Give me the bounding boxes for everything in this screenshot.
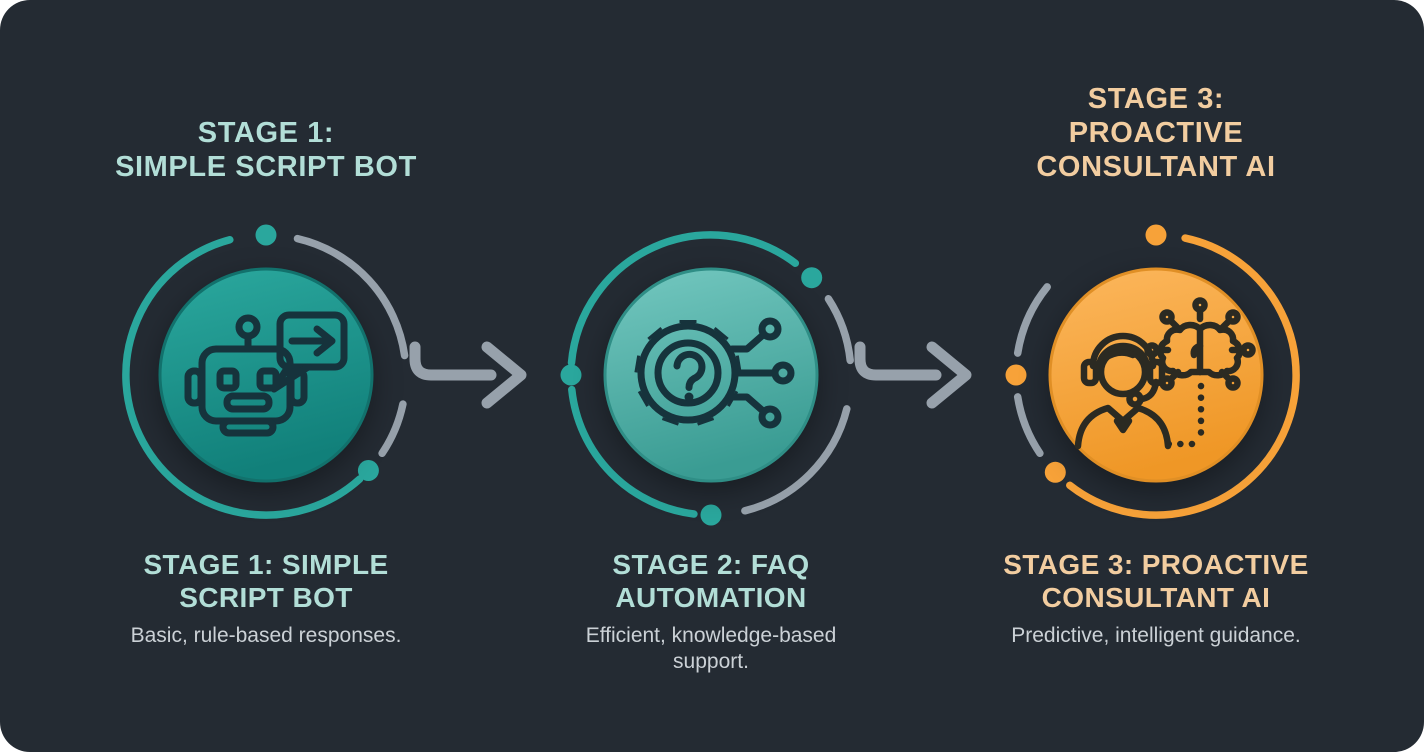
stage-3-description-line: Predictive, intelligent guidance. <box>1011 624 1301 647</box>
consultant-brain-icon <box>1005 224 1300 519</box>
right-arrow-icon <box>854 341 972 409</box>
ai-brain-icon <box>1144 297 1256 448</box>
stage-3-caption: STAGE 3: PROACTIVE CONSULTANT AI Predict… <box>956 548 1356 649</box>
ring-dot <box>1145 224 1167 246</box>
right-arrow-icon <box>409 341 527 409</box>
ring-dot <box>1005 364 1027 386</box>
stage-2-caption: STAGE 2: FAQ AUTOMATION Efficient, knowl… <box>511 548 911 675</box>
stage-3-title-line: STAGE 3: PROACTIVE <box>1003 549 1309 580</box>
stage-3-top-header-line: STAGE 3: <box>1087 83 1225 115</box>
ring-dot <box>560 364 582 386</box>
ring-dot <box>255 224 277 246</box>
stage-1-top-header-line: STAGE 1: <box>197 117 335 149</box>
ring-dot <box>1044 461 1066 483</box>
ring-dot <box>700 504 722 526</box>
stage-2-description-line: Efficient, knowledge-based <box>585 624 837 647</box>
stage-1-caption: STAGE 1: SIMPLE SCRIPT BOT Basic, rule-b… <box>66 548 466 649</box>
stage-2-description-line: support. <box>673 650 749 673</box>
stage-1-badge <box>106 215 426 535</box>
stage-2-badge <box>551 215 871 535</box>
arrow-stage2-to-stage3 <box>840 335 980 415</box>
stage-1-description-line: Basic, rule-based responses. <box>130 624 402 647</box>
stage-1-title-line: SCRIPT BOT <box>179 582 353 613</box>
stage-2-title-line: STAGE 2: FAQ <box>612 549 810 580</box>
stage-2-title-line: AUTOMATION <box>615 582 807 613</box>
ring-dot <box>801 267 823 289</box>
robot-chat-icon <box>122 224 409 519</box>
stage-3-badge <box>996 215 1316 535</box>
stage-1-top-header-line: SIMPLE SCRIPT BOT <box>115 151 417 183</box>
gear-question-icon <box>634 317 795 429</box>
stage-1-description: Basic, rule-based responses. <box>66 623 466 649</box>
stage-2-title: STAGE 2: FAQ AUTOMATION <box>511 548 911 614</box>
stage-3-description: Predictive, intelligent guidance. <box>956 623 1356 649</box>
stage-1-top-header: STAGE 1: SIMPLE SCRIPT BOT <box>66 116 466 184</box>
robot-icon <box>184 311 348 437</box>
stage-3-top-header: STAGE 3: PROACTIVE CONSULTANT AI <box>956 82 1356 184</box>
stage-3-top-header-line: CONSULTANT AI <box>1036 151 1276 183</box>
stage-1-title: STAGE 1: SIMPLE SCRIPT BOT <box>66 548 466 614</box>
stage-1-title-line: STAGE 1: SIMPLE <box>143 549 389 580</box>
ring-dot <box>357 460 379 481</box>
stage-3-title: STAGE 3: PROACTIVE CONSULTANT AI <box>956 548 1356 614</box>
arrow-stage1-to-stage2 <box>395 335 535 415</box>
stage-2-description: Efficient, knowledge-based support. <box>511 623 911 675</box>
stage-3-top-header-line: PROACTIVE <box>1068 117 1244 149</box>
gear-question-circuit-icon <box>560 231 854 526</box>
stage-3-title-line: CONSULTANT AI <box>1041 582 1271 613</box>
